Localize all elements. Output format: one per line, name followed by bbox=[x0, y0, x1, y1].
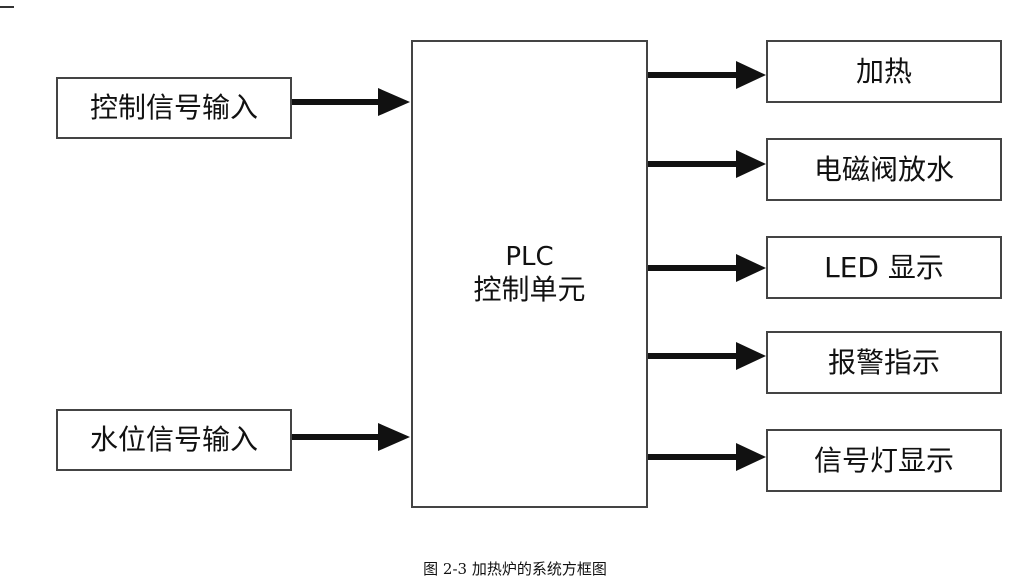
corner-mark bbox=[0, 6, 14, 8]
heating-box: 加热 bbox=[766, 40, 1002, 103]
arrow-water-to-plc bbox=[292, 423, 410, 451]
solenoid-valve-label: 电磁阀放水 bbox=[813, 152, 954, 186]
arrow-plc-to-signal-light bbox=[648, 443, 766, 471]
plc-control-unit-box: PLC 控制单元 bbox=[411, 40, 648, 508]
solenoid-valve-box: 电磁阀放水 bbox=[766, 138, 1002, 201]
figure-caption: 图 2-3 加热炉的系统方框图 bbox=[423, 560, 607, 578]
signal-light-display-label: 信号灯显示 bbox=[813, 443, 954, 477]
water-level-signal-input-box: 水位信号输入 bbox=[56, 409, 292, 471]
alarm-indicator-label: 报警指示 bbox=[827, 345, 940, 379]
water-level-signal-input-label: 水位信号输入 bbox=[89, 423, 258, 457]
arrow-plc-to-valve bbox=[648, 150, 766, 178]
arrow-plc-to-led bbox=[648, 254, 766, 282]
control-signal-input-box: 控制信号输入 bbox=[56, 77, 292, 139]
plc-label: PLC bbox=[505, 241, 554, 272]
alarm-indicator-box: 报警指示 bbox=[766, 331, 1002, 394]
control-unit-label: 控制单元 bbox=[473, 272, 586, 306]
control-signal-input-label: 控制信号输入 bbox=[89, 91, 258, 125]
arrow-plc-to-heating bbox=[648, 61, 766, 89]
arrow-control-to-plc bbox=[292, 88, 410, 116]
signal-light-display-box: 信号灯显示 bbox=[766, 429, 1002, 492]
heating-label: 加热 bbox=[855, 54, 912, 88]
arrow-plc-to-alarm bbox=[648, 342, 766, 370]
led-display-box: LED 显示 bbox=[766, 236, 1002, 299]
led-display-label: LED 显示 bbox=[824, 250, 944, 284]
